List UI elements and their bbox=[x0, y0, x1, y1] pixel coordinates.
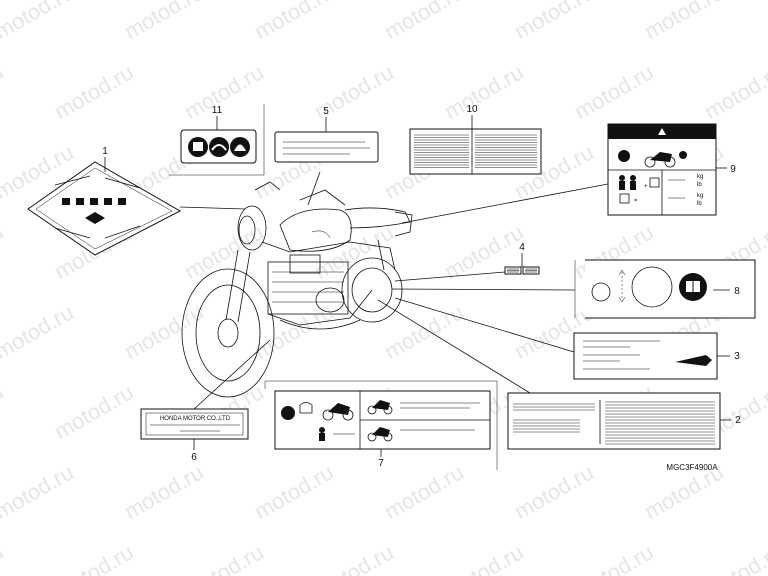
callout-9: 9 bbox=[730, 164, 736, 175]
watermark-text: motod.ru bbox=[0, 459, 78, 524]
callout-6: 6 bbox=[191, 452, 197, 463]
watermark-text: motod.ru bbox=[700, 59, 768, 124]
watermark-text: motod.ru bbox=[0, 539, 8, 576]
watermark-text: motod.ru bbox=[700, 539, 768, 576]
svg-text:kg: kg bbox=[697, 193, 703, 199]
watermark-text: motod.ru bbox=[640, 0, 728, 44]
watermark-text: motod.ru bbox=[440, 539, 528, 576]
motorcycle-outline bbox=[181, 171, 413, 398]
watermark-text: motod.ru bbox=[50, 539, 138, 576]
svg-text:kg: kg bbox=[697, 174, 703, 180]
watermark-text: motod.ru bbox=[510, 459, 598, 524]
svg-text:lb: lb bbox=[697, 201, 702, 207]
watermark-text: motod.ru bbox=[0, 379, 8, 444]
watermark-text: motod.ru bbox=[440, 219, 528, 284]
label-1[interactable] bbox=[27, 161, 182, 256]
watermark-text: motod.ru bbox=[380, 0, 468, 44]
watermark-text: motod.ru bbox=[0, 299, 78, 364]
callout-7: 7 bbox=[378, 458, 384, 469]
watermark-text: motod.ru bbox=[570, 539, 658, 576]
watermark-text: motod.ru bbox=[180, 59, 268, 124]
rider-icon bbox=[319, 427, 325, 433]
label-10[interactable] bbox=[409, 128, 542, 175]
callout-11: 11 bbox=[212, 105, 223, 116]
watermark-text: motod.ru bbox=[310, 539, 398, 576]
tool-icon bbox=[209, 137, 229, 157]
watermark-text: motod.ru bbox=[310, 219, 398, 284]
watermark-text: motod.ru bbox=[0, 59, 8, 124]
motorcycle-icon-b bbox=[367, 400, 393, 442]
label-9[interactable]: + = kg lb kg lb bbox=[607, 123, 717, 216]
label-4[interactable] bbox=[504, 266, 540, 275]
watermark-text: motod.ru bbox=[380, 459, 468, 524]
svg-text:HONDA MOTOR CO.,LTD: HONDA MOTOR CO.,LTD bbox=[160, 416, 231, 422]
watermark-text: motod.ru bbox=[120, 459, 208, 524]
label-2[interactable] bbox=[507, 392, 721, 450]
svg-text:lb: lb bbox=[697, 182, 702, 188]
motorcycle-icon bbox=[644, 152, 676, 168]
label-11[interactable] bbox=[180, 129, 257, 164]
wrench-icon bbox=[675, 355, 712, 366]
book-icon bbox=[281, 406, 295, 420]
svg-text:=: = bbox=[634, 198, 638, 204]
watermark-text: motod.ru bbox=[180, 219, 268, 284]
callout-2: 2 bbox=[735, 415, 741, 426]
watermark-text: motod.ru bbox=[0, 0, 78, 44]
diagram-code: MGC3F4900A bbox=[666, 463, 718, 472]
watermark-text: motod.ru bbox=[120, 299, 208, 364]
watermark-text: motod.ru bbox=[250, 299, 338, 364]
watermark-text: motod.ru bbox=[50, 59, 138, 124]
callout-3: 3 bbox=[734, 351, 740, 362]
watermark-text: motod.ru bbox=[0, 219, 8, 284]
label-3[interactable] bbox=[573, 332, 718, 380]
watermark-text: motod.ru bbox=[120, 0, 208, 44]
callout-4: 4 bbox=[519, 242, 525, 253]
watermark-text: motod.ru bbox=[510, 0, 598, 44]
rider-icon bbox=[619, 175, 636, 190]
callout-5: 5 bbox=[323, 106, 329, 117]
svg-text:+: + bbox=[644, 184, 648, 190]
watermark-text: motod.ru bbox=[250, 0, 338, 44]
callout-1: 1 bbox=[102, 146, 108, 157]
motorcycle-icon bbox=[322, 403, 354, 421]
book-icon bbox=[618, 150, 630, 162]
watermark-text: motod.ru bbox=[50, 379, 138, 444]
callout-10: 10 bbox=[466, 104, 478, 115]
label-8[interactable] bbox=[574, 259, 756, 319]
watermark-text: motod.ru bbox=[250, 459, 338, 524]
helmet-icon bbox=[299, 402, 313, 414]
callout-8: 8 bbox=[734, 286, 740, 297]
label-5[interactable] bbox=[274, 131, 379, 163]
watermark-text: motod.ru bbox=[440, 59, 528, 124]
label-6[interactable]: HONDA MOTOR CO.,LTD bbox=[140, 408, 249, 440]
watermark-text: motod.ru bbox=[180, 539, 268, 576]
label-7[interactable] bbox=[274, 390, 491, 450]
watermark-text: motod.ru bbox=[570, 59, 658, 124]
